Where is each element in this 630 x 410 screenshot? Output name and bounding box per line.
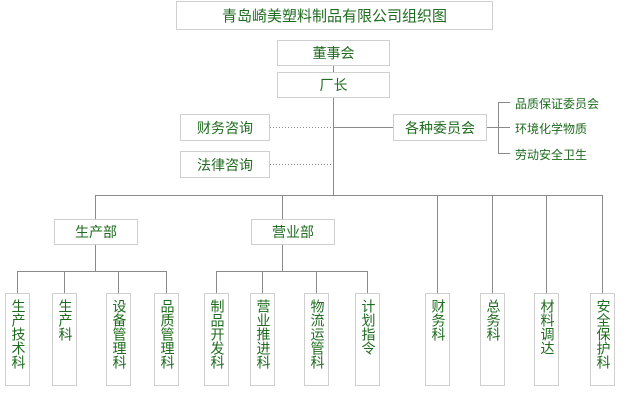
section-label: 生产科 — [56, 299, 73, 341]
board-of-directors-box: 董事会 — [277, 40, 390, 66]
section-safety-protection: 安全保护科 — [590, 293, 615, 386]
section-label: 营业推进科 — [254, 299, 271, 369]
finance-consulting-box: 财务咨询 — [180, 114, 270, 141]
section-label: 物流运管科 — [308, 299, 325, 369]
section-logistics-management: 物流运管科 — [304, 293, 329, 386]
section-quality-management: 品质管理科 — [154, 293, 179, 386]
section-materials-procurement: 材料调达 — [534, 293, 559, 386]
section-general-affairs: 总务科 — [480, 293, 505, 386]
section-label: 品质管理科 — [158, 299, 175, 369]
committees-box: 各种委员会 — [393, 114, 487, 141]
section-label: 生产技术科 — [9, 299, 26, 369]
section-production: 生产科 — [52, 293, 77, 386]
section-sales-promotion: 营业推进科 — [250, 293, 275, 386]
section-label: 制品开发科 — [208, 299, 225, 369]
section-label: 安全保护科 — [594, 299, 611, 369]
section-label: 总务科 — [484, 299, 501, 341]
production-department-box: 生产部 — [54, 219, 138, 245]
org-chart-title: 青岛崎美塑料制品有限公司组织图 — [176, 1, 493, 30]
committee-labor-safety-health: 劳动安全卫生 — [515, 148, 588, 162]
section-product-development: 制品开发科 — [204, 293, 229, 386]
legal-consulting-box: 法律咨询 — [180, 151, 270, 178]
section-label: 材料调达 — [538, 299, 555, 355]
section-label: 财务科 — [429, 299, 446, 341]
factory-director-box: 厂长 — [277, 72, 390, 98]
section-label: 设备管理科 — [110, 299, 127, 369]
section-production-technology: 生产技术科 — [5, 293, 30, 386]
sales-department-box: 营业部 — [251, 219, 335, 245]
section-equipment-management: 设备管理科 — [106, 293, 131, 386]
section-finance: 财务科 — [425, 293, 450, 386]
committee-environmental-chemicals: 环境化学物质 — [515, 122, 588, 136]
committee-quality-assurance: 品质保证委员会 — [515, 97, 600, 111]
section-planning-orders: 计划指令 — [355, 293, 380, 386]
section-label: 计划指令 — [359, 299, 376, 355]
